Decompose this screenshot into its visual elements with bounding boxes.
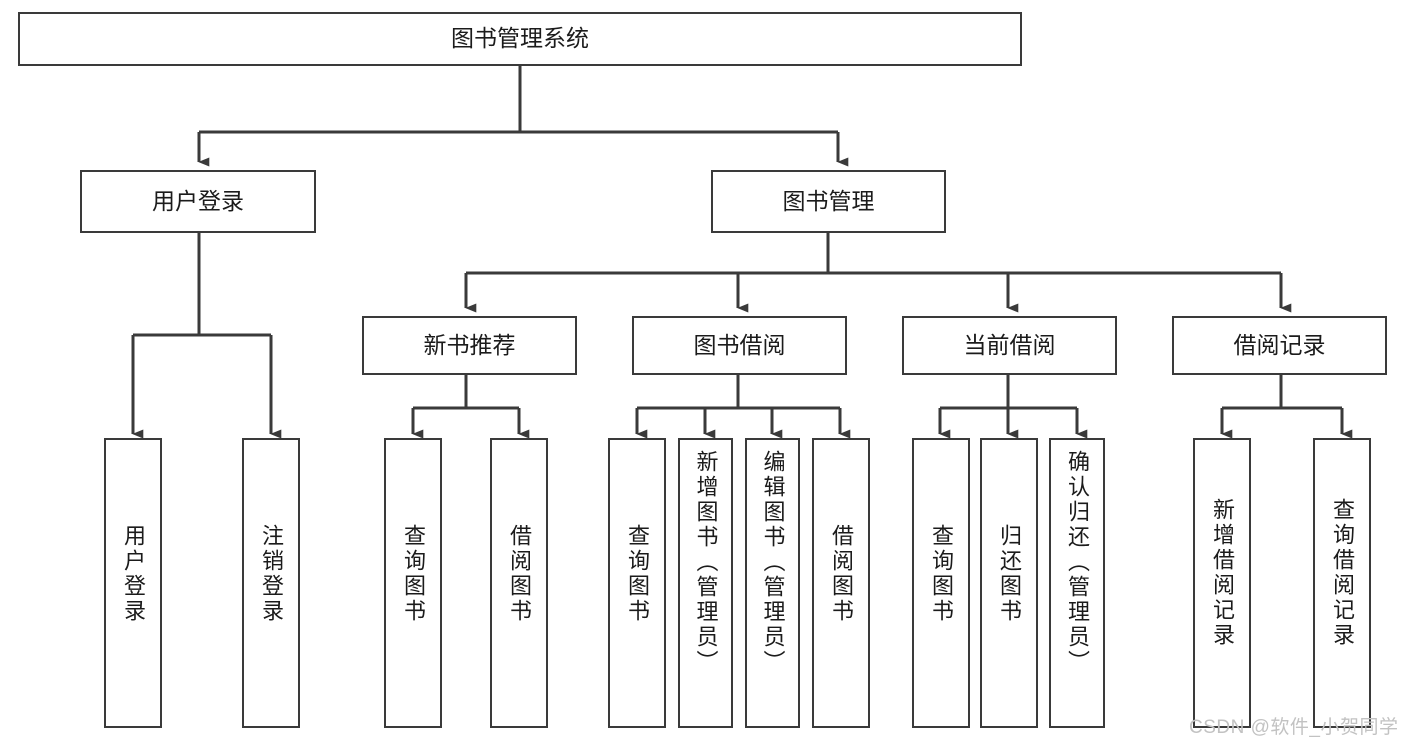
leaf-book-borrow-edit-label: 编辑图书（管理员） bbox=[760, 450, 786, 675]
leaf-new-book-borrow[interactable]: 借阅图书 bbox=[490, 438, 548, 728]
node-book-management[interactable]: 图书管理 bbox=[711, 170, 946, 233]
leaf-user-login-logout[interactable]: 注销登录 bbox=[242, 438, 300, 728]
leaf-current-borrow-query[interactable]: 查询图书 bbox=[912, 438, 970, 728]
node-borrow-record-label: 借阅记录 bbox=[1233, 331, 1326, 358]
leaf-current-borrow-return-label: 归还图书 bbox=[996, 524, 1022, 624]
leaf-borrow-record-query-label: 查询借阅记录 bbox=[1329, 498, 1355, 648]
node-new-book-recommend[interactable]: 新书推荐 bbox=[362, 316, 577, 375]
csdn-watermark: CSDN @软件_小贺同学 bbox=[1189, 717, 1399, 738]
leaf-current-borrow-return[interactable]: 归还图书 bbox=[980, 438, 1038, 728]
node-user-login[interactable]: 用户登录 bbox=[80, 170, 316, 233]
node-root-label: 图书管理系统 bbox=[451, 25, 589, 52]
leaf-new-book-borrow-label: 借阅图书 bbox=[506, 524, 532, 624]
node-book-borrow-label: 图书借阅 bbox=[693, 331, 786, 358]
leaf-current-borrow-confirm[interactable]: 确认归还（管理员） bbox=[1049, 438, 1105, 728]
leaf-book-borrow-add-label: 新增图书（管理员） bbox=[693, 450, 719, 675]
leaf-user-login-login-label: 用户登录 bbox=[120, 524, 146, 624]
node-user-login-label: 用户登录 bbox=[152, 187, 244, 214]
leaf-new-book-query[interactable]: 查询图书 bbox=[384, 438, 442, 728]
node-new-book-recommend-label: 新书推荐 bbox=[423, 331, 516, 358]
leaf-current-borrow-confirm-label: 确认归还（管理员） bbox=[1064, 450, 1090, 675]
leaf-book-borrow-edit[interactable]: 编辑图书（管理员） bbox=[745, 438, 800, 728]
node-current-borrow-label: 当前借阅 bbox=[963, 331, 1056, 358]
leaf-book-borrow-add[interactable]: 新增图书（管理员） bbox=[678, 438, 733, 728]
node-current-borrow[interactable]: 当前借阅 bbox=[902, 316, 1117, 375]
leaf-book-borrow-borrow-label: 借阅图书 bbox=[828, 524, 854, 624]
node-book-management-label: 图书管理 bbox=[782, 187, 875, 214]
leaf-borrow-record-add-label: 新增借阅记录 bbox=[1209, 498, 1235, 648]
leaf-current-borrow-query-label: 查询图书 bbox=[928, 524, 954, 624]
node-book-borrow[interactable]: 图书借阅 bbox=[632, 316, 847, 375]
leaf-book-borrow-query[interactable]: 查询图书 bbox=[608, 438, 666, 728]
leaf-user-login-logout-label: 注销登录 bbox=[258, 524, 284, 624]
node-borrow-record[interactable]: 借阅记录 bbox=[1172, 316, 1387, 375]
leaf-user-login-login[interactable]: 用户登录 bbox=[104, 438, 162, 728]
leaf-book-borrow-query-label: 查询图书 bbox=[624, 524, 650, 624]
leaf-borrow-record-add[interactable]: 新增借阅记录 bbox=[1193, 438, 1251, 728]
node-root[interactable]: 图书管理系统 bbox=[18, 12, 1022, 66]
leaf-new-book-query-label: 查询图书 bbox=[400, 524, 426, 624]
leaf-borrow-record-query[interactable]: 查询借阅记录 bbox=[1313, 438, 1371, 728]
leaf-book-borrow-borrow[interactable]: 借阅图书 bbox=[812, 438, 870, 728]
